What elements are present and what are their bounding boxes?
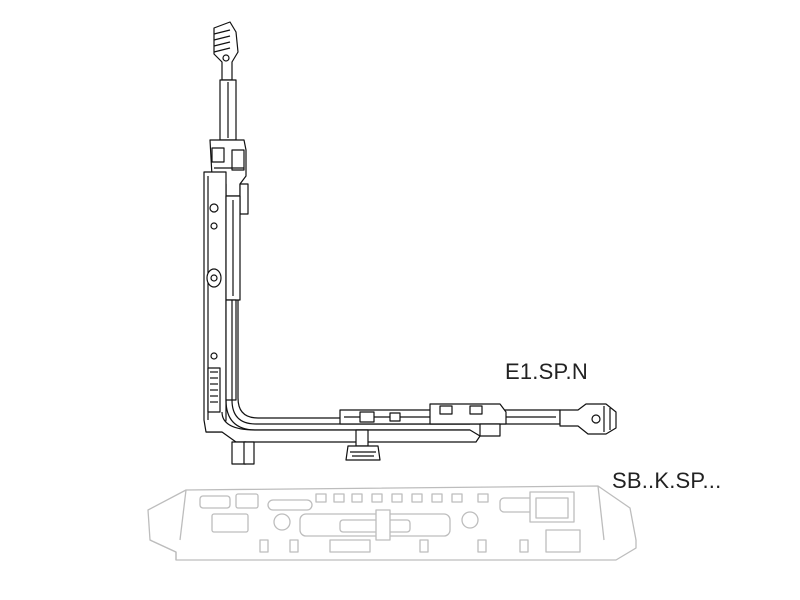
locking-block (209, 139, 249, 215)
strike-plate (147, 485, 637, 561)
strike-part-label: SB..K.SP... (612, 468, 722, 493)
vertical-rod-end (213, 21, 239, 141)
fixing-bolt (345, 429, 381, 461)
horizontal-rod-end (559, 403, 617, 435)
vertical-plate (203, 171, 227, 433)
vertical-strip (225, 195, 241, 401)
corner-part-label: E1.SP.N (505, 359, 588, 384)
corner-body (206, 411, 481, 465)
corner-drive-assembly (203, 21, 617, 465)
